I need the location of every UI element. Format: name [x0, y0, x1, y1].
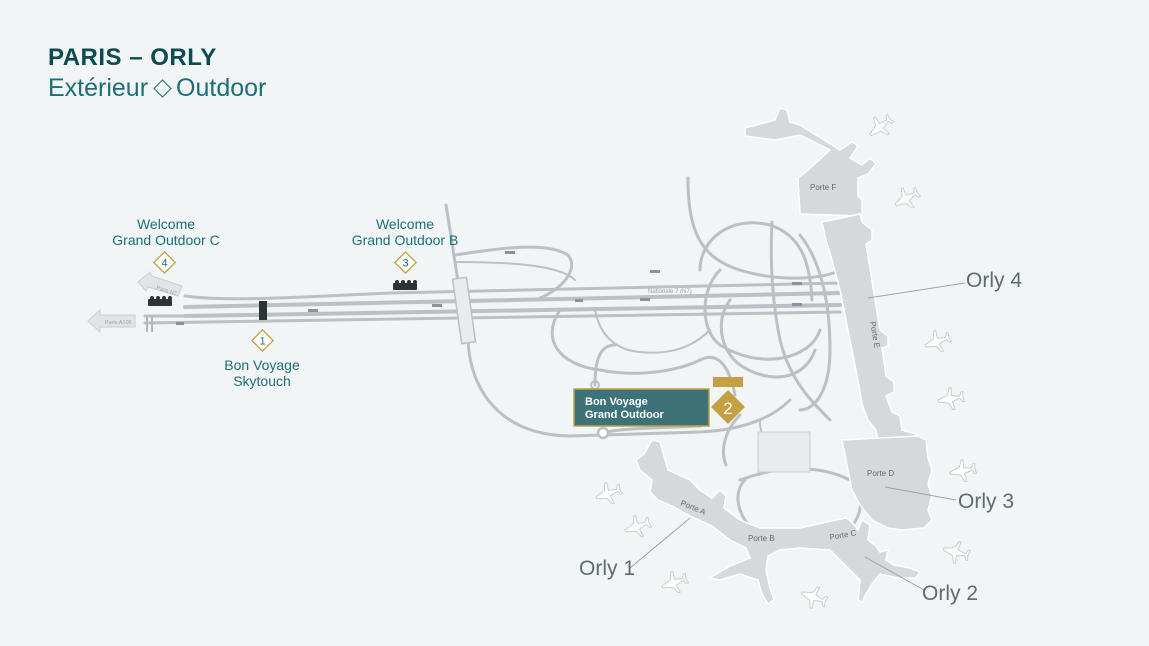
- terminal-label-orly-3: Orly 3: [958, 490, 1014, 513]
- page-subtitle: Extérieur Outdoor: [48, 74, 266, 103]
- svg-text:4: 4: [161, 258, 167, 270]
- roundabout: [596, 426, 610, 440]
- billboard-3: [393, 280, 417, 290]
- svg-text:2: 2: [723, 399, 732, 418]
- bridge: [451, 276, 477, 345]
- terminal-leader-lines: [629, 282, 966, 591]
- gate-label-f: Porte F: [810, 183, 836, 192]
- svg-text:Grand Outdoor: Grand Outdoor: [585, 409, 665, 421]
- road-label-n7: Nationale 7 (N7): [648, 289, 692, 295]
- subtitle-french: Extérieur: [48, 74, 149, 102]
- marker-4-label-line2: Grand Outdoor C: [112, 232, 219, 248]
- terminal-buildings: [635, 107, 933, 606]
- marker-2-callout[interactable]: Bon Voyage Grand Outdoor: [573, 388, 710, 427]
- page-title: PARIS – ORLY: [48, 44, 217, 71]
- billboard-1: [259, 301, 267, 320]
- sign-paris-n7: Paris N7: [137, 271, 183, 297]
- marker-4-label-line1: Welcome: [137, 216, 195, 232]
- marker-4[interactable]: 4: [152, 250, 177, 275]
- sign-paris-a106: Paris A106: [87, 308, 153, 334]
- svg-text:Bon Voyage: Bon Voyage: [585, 396, 648, 408]
- gate-label-d: Porte D: [867, 469, 894, 478]
- subtitle-english: Outdoor: [176, 74, 267, 102]
- terminal-label-orly-4: Orly 4: [966, 269, 1022, 292]
- terminal-label-orly-2: Orly 2: [922, 582, 978, 605]
- marker-3[interactable]: 3: [393, 250, 418, 275]
- terminal-label-orly-1: Orly 1: [579, 557, 635, 580]
- billboard-2: [713, 377, 743, 387]
- marker-2[interactable]: 2: [711, 390, 745, 424]
- marker-3-label-line1: Welcome: [376, 216, 434, 232]
- billboard-4: [148, 296, 172, 306]
- marker-1[interactable]: 1: [250, 328, 275, 353]
- svg-text:1: 1: [259, 336, 265, 348]
- svg-text:3: 3: [402, 258, 408, 270]
- road-markings: [176, 251, 802, 325]
- parking-area: [757, 431, 811, 473]
- marker-1-label-line1: Bon Voyage: [224, 357, 300, 373]
- gate-label-b: Porte B: [748, 534, 775, 543]
- marker-1-label-line2: Skytouch: [233, 373, 291, 389]
- marker-3-label-line2: Grand Outdoor B: [352, 232, 459, 248]
- svg-text:Paris A106: Paris A106: [105, 320, 132, 326]
